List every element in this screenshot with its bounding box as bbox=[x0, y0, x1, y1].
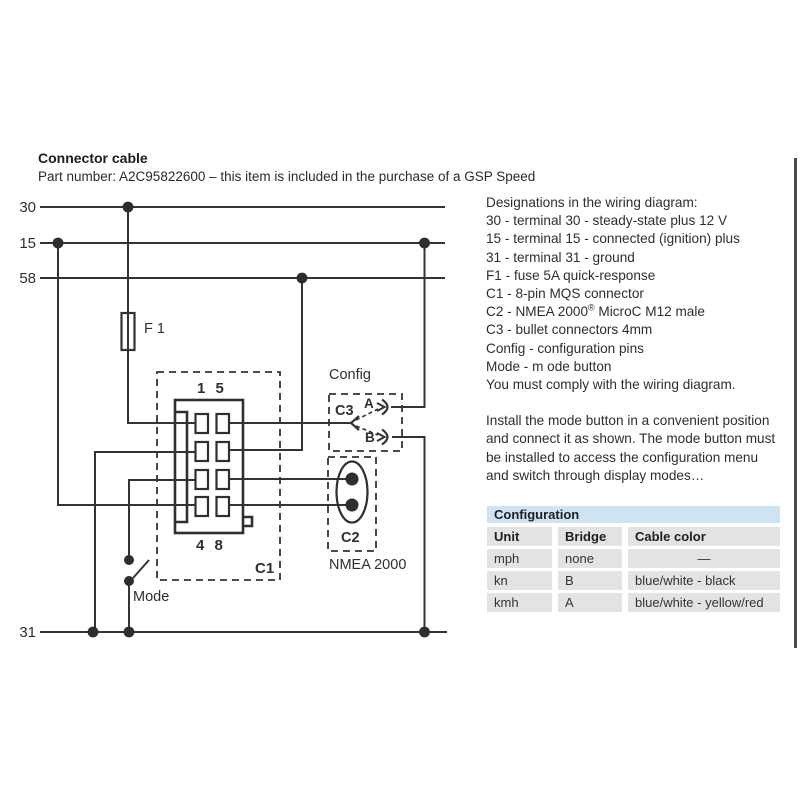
table-row: kmh A blue/white - yellow/red bbox=[487, 593, 780, 612]
designations-block: Designations in the wiring diagram: 30 -… bbox=[486, 194, 798, 485]
col-header-bridge: Bridge bbox=[558, 527, 622, 546]
wires bbox=[40, 206, 447, 633]
designation-item: C1 - 8-pin MQS connector bbox=[486, 286, 644, 302]
table-title: Configuration bbox=[487, 506, 780, 523]
page-title: Connector cable bbox=[38, 150, 148, 166]
pins-top-label: 1 5 bbox=[197, 380, 227, 397]
designation-item: You must comply with the wiring diagram. bbox=[486, 377, 736, 393]
designation-item: C3 - bullet connectors 4mm bbox=[486, 322, 653, 338]
fuse-label: F 1 bbox=[144, 321, 165, 337]
terminal-15-label: 15 bbox=[19, 235, 36, 252]
c3-label: C3 bbox=[335, 403, 354, 419]
terminal-31-label: 31 bbox=[19, 624, 36, 641]
nmea-caption: NMEA 2000 bbox=[329, 557, 407, 573]
c2-dashed-box bbox=[327, 456, 377, 552]
designation-item: Config - configuration pins bbox=[486, 340, 644, 356]
config-label: Config bbox=[329, 367, 371, 383]
c1-dashed-box bbox=[156, 371, 281, 581]
mqs-connector-body bbox=[173, 398, 254, 535]
bridge-b-label: B bbox=[365, 430, 375, 445]
bullet-connectors bbox=[349, 398, 389, 446]
nmea-connector bbox=[335, 460, 369, 524]
junction-dots bbox=[52, 201, 430, 638]
table-header-row: Unit Bridge Cable color bbox=[487, 527, 780, 546]
table-row: kn B blue/white - black bbox=[487, 571, 780, 590]
table-row: mph none — bbox=[487, 549, 780, 568]
designation-item: F1 - fuse 5A quick-response bbox=[486, 267, 656, 283]
designation-item: 31 - terminal 31 - ground bbox=[486, 249, 635, 265]
part-number-line: Part number: A2C95822600 – this item is … bbox=[38, 169, 536, 184]
mode-label: Mode bbox=[133, 589, 170, 605]
install-note: Install the mode button in a convenient … bbox=[486, 413, 776, 483]
page-right-border bbox=[794, 158, 797, 648]
designations-title: Designations in the wiring diagram: bbox=[486, 195, 698, 210]
pins-bottom-label: 4 8 bbox=[196, 537, 226, 554]
designation-item: 15 - terminal 15 - connected (ignition) … bbox=[486, 231, 740, 247]
col-header-cable-color: Cable color bbox=[628, 527, 780, 546]
connector-pins bbox=[194, 412, 231, 518]
terminal-30-label: 30 bbox=[19, 199, 36, 216]
c2-label: C2 bbox=[341, 530, 360, 546]
c1-label: C1 bbox=[255, 560, 275, 577]
designation-item: 30 - terminal 30 - steady-state plus 12 … bbox=[486, 213, 728, 229]
configuration-table: Configuration Unit Bridge Cable color mp… bbox=[487, 506, 780, 612]
registered-mark: ® bbox=[588, 302, 595, 313]
fuse-symbol bbox=[120, 311, 136, 352]
col-header-unit: Unit bbox=[487, 527, 552, 546]
designation-item: Mode - m ode button bbox=[486, 358, 612, 374]
bridge-a-label: A bbox=[364, 396, 374, 411]
mode-switch bbox=[124, 555, 150, 586]
designation-item-c2: C2 - NMEA 2000® MicroC M12 male bbox=[486, 302, 705, 320]
terminal-58-label: 58 bbox=[19, 270, 36, 287]
